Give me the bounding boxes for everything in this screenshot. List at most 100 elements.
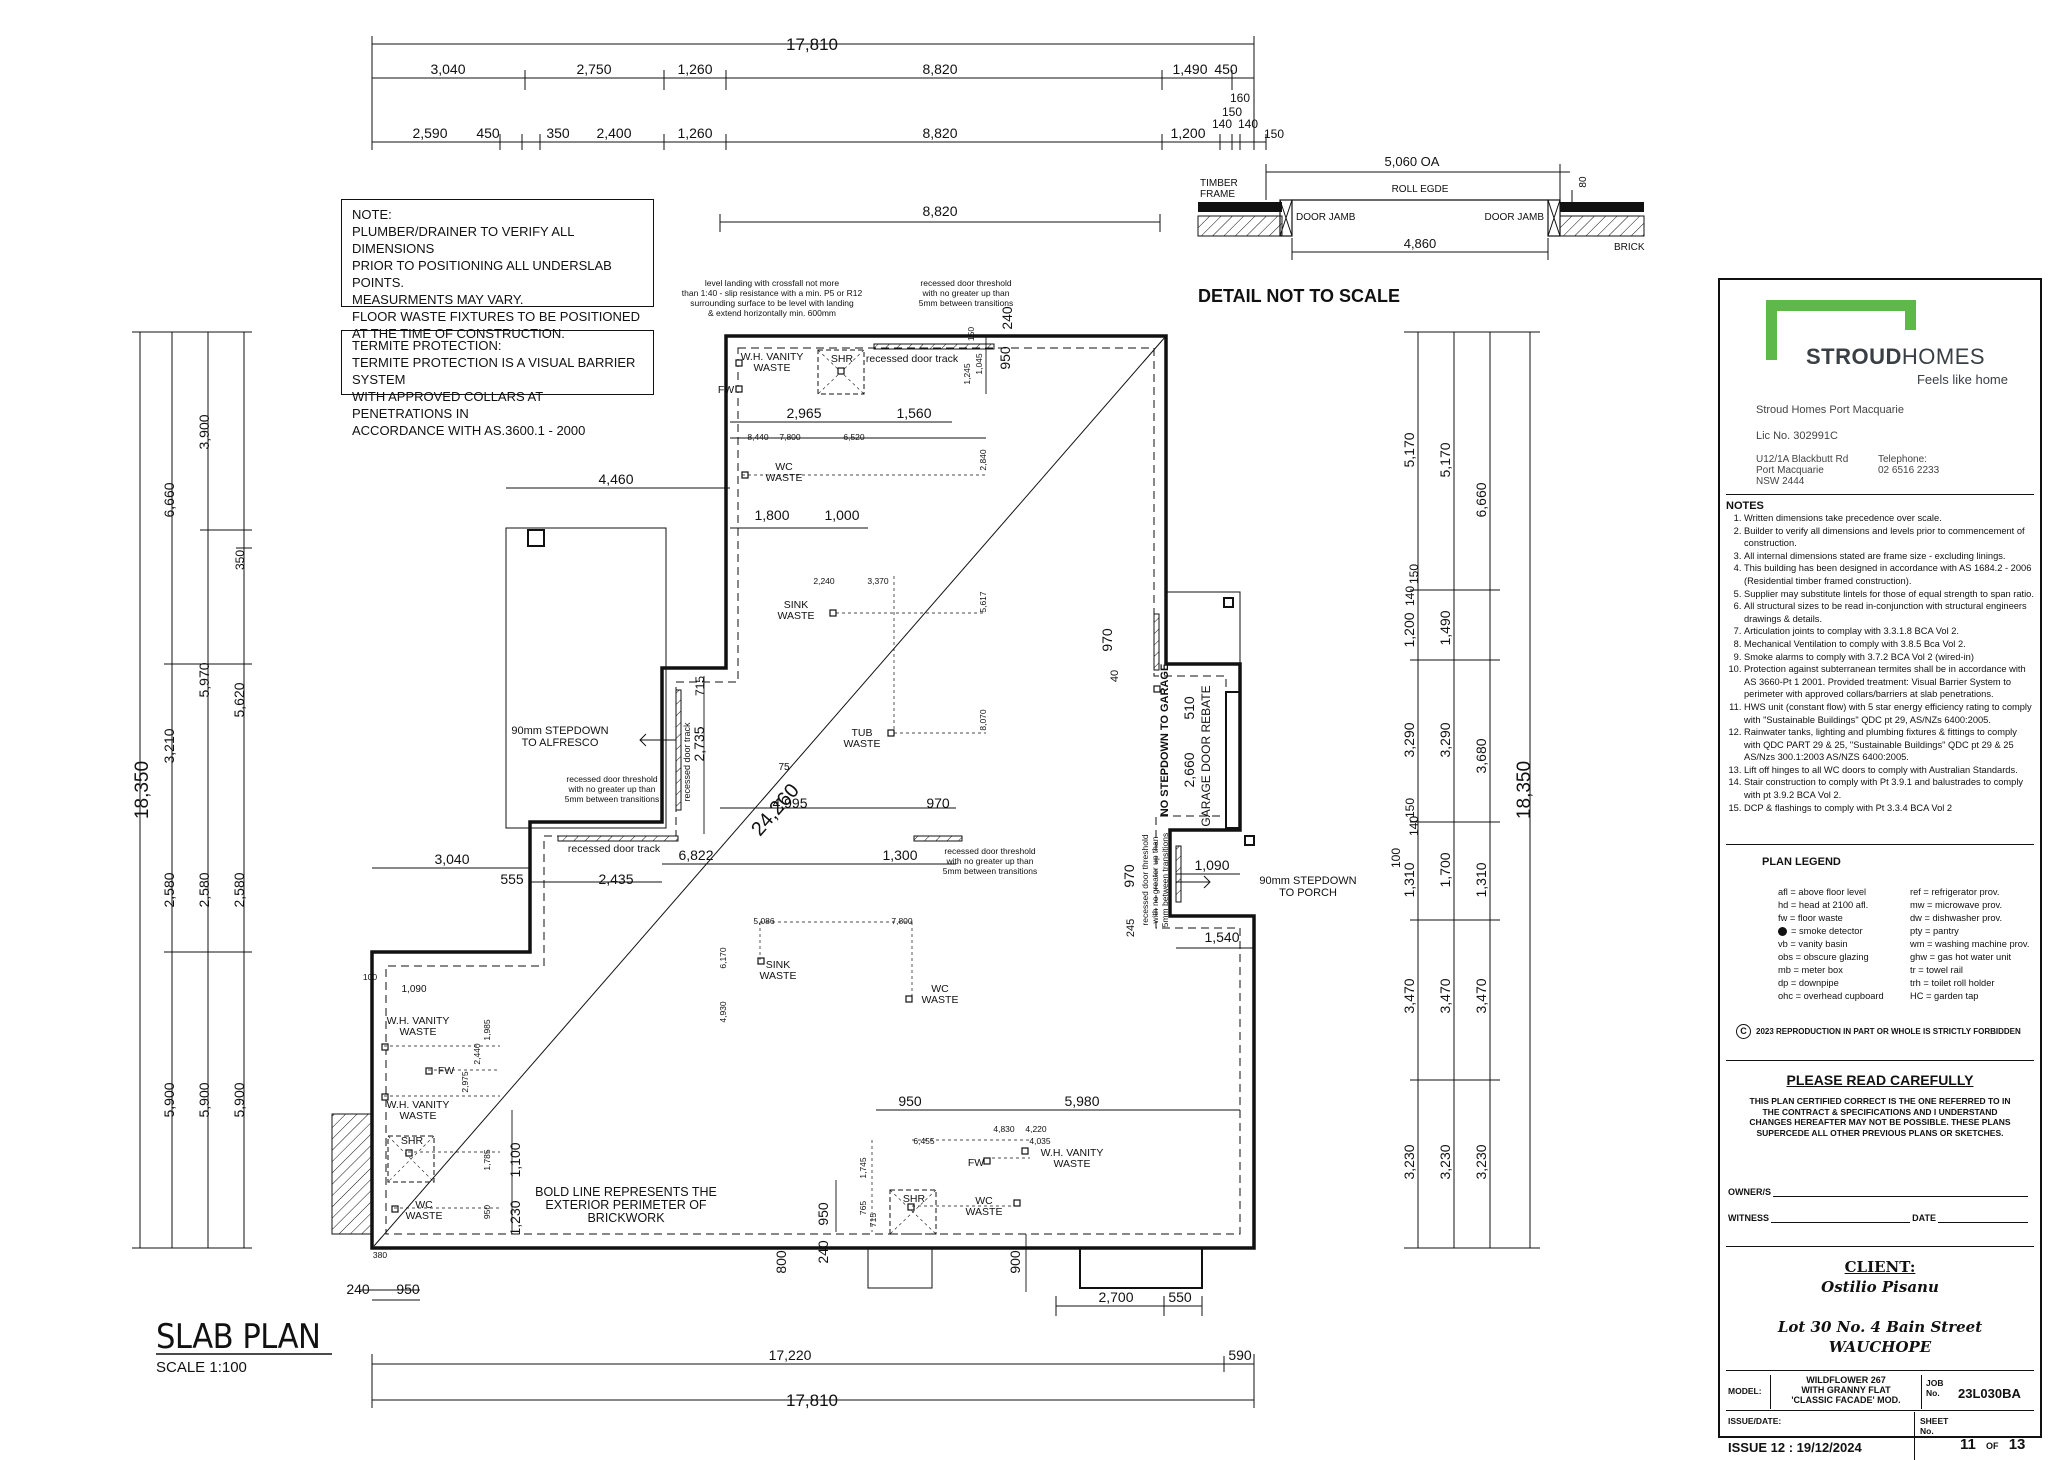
dim-tiny-5: 2,240 <box>813 576 835 586</box>
legend-text: pty = pantry <box>1910 926 1959 936</box>
site-line-1: Lot 30 No. 4 Bain Street <box>1777 1318 1983 1336</box>
slab-plan-scale: SCALE 1:100 <box>156 1359 247 1376</box>
plumber-note-line-1: PLUMBER/DRAINER TO VERIFY ALL DIMENSIONS <box>352 224 575 256</box>
dim-right-c2-6: 1,700 <box>1437 852 1453 887</box>
legend-section: PLAN LEGEND afl = above floor level hd =… <box>1726 848 2034 1061</box>
dim-right-c2-7: 3,470 <box>1437 978 1453 1013</box>
dim-tiny-20: 2,440 <box>472 1043 482 1065</box>
dim-tiny-10: 7,800 <box>891 916 913 926</box>
dim-left-c2-1: 3,210 <box>161 728 177 763</box>
dim-tiny-25: 1,245 <box>962 363 972 385</box>
note-item: This building has been designed in accor… <box>1744 562 2034 587</box>
top-dimension-labels: 17,810 3,040 2,750 1,260 8,820 1,490 450… <box>412 35 1284 219</box>
dim-tiny-18: 765 <box>858 1201 868 1215</box>
dim-tiny-24: 950 <box>482 1205 492 1219</box>
legend-item: mb = meter box <box>1778 964 1884 977</box>
dim-tiny-12: 4,930 <box>718 1001 728 1023</box>
legend-text: fw = floor waste <box>1778 913 1843 923</box>
label-shr-r: SHR <box>903 1193 926 1205</box>
dim-int-32: 245 <box>1125 919 1137 937</box>
label-fw-l: FW <box>438 1065 454 1077</box>
dim-tiny-3: 6,520 <box>843 432 865 442</box>
legend-item: ohc = overhead cupboard <box>1778 990 1884 1003</box>
smoke-detector-icon <box>1778 927 1787 936</box>
dim-right-c2-1: 5,170 <box>1437 442 1453 477</box>
dim-bottom-s3: 2,700 <box>1098 1289 1133 1305</box>
witness-blank[interactable] <box>1771 1212 1911 1223</box>
dim-top-x2: 150 <box>1222 105 1242 119</box>
dim-int-17: 2,660 <box>1181 752 1197 787</box>
dim-bottom-s6: 240 <box>815 1240 831 1264</box>
note-line: recessed door threshold <box>1140 834 1150 925</box>
note-line: surrounding surface to be level with lan… <box>690 298 854 308</box>
dim-right-c2-5: 140 <box>1407 816 1421 836</box>
waste-point <box>391 1205 399 1213</box>
stroud-logo <box>1766 300 1916 360</box>
dim-tiny-15: 4,035 <box>1029 1136 1051 1146</box>
dim-left-overall: 18,350 <box>132 761 153 819</box>
dim-top-x1: 160 <box>1230 91 1250 105</box>
interior-dimension-labels: 4,460 1,800 1,000 2,965 1,560 3,040 555 … <box>401 306 1239 1235</box>
dim-right-c3-2: 3,680 <box>1473 738 1489 773</box>
dim-tiny-22: 1,985 <box>482 1019 492 1041</box>
legend-item: ghw = gas hot water unit <box>1910 951 2029 964</box>
note-line: with no greater up than <box>946 856 1034 866</box>
alfresco-post <box>527 529 545 547</box>
legend-item: = smoke detector <box>1778 925 1884 938</box>
label-line: WC <box>415 1199 433 1211</box>
signature-blank[interactable] <box>1773 1186 2028 1197</box>
model-line: WITH GRANNY FLAT <box>1801 1385 1891 1395</box>
bottom-dimension-lines <box>360 1289 1255 1408</box>
garage-rebate <box>1225 691 1241 829</box>
label-shr-l: SHR <box>401 1135 424 1147</box>
dim-tiny-11: 6,170 <box>718 947 728 969</box>
dim-top-r2-7: 1,200 <box>1170 125 1205 141</box>
note-line: with no greater up than <box>922 288 1010 298</box>
dim-tiny-6: 3,370 <box>867 576 889 586</box>
dim-tiny-8: 8,070 <box>978 709 988 731</box>
dim-right-c3-5: 3,230 <box>1473 1144 1489 1179</box>
note-item: Rainwater tanks, lighting and plumbing f… <box>1744 726 2034 764</box>
brand-section: STROUDHOMES Feels like home Stroud Homes… <box>1726 286 2034 495</box>
note-item: All internal dimensions stated are frame… <box>1744 550 2034 563</box>
dim-tiny-16: 4,220 <box>1025 1124 1047 1134</box>
dim-top-r2-10: 150 <box>1264 127 1284 141</box>
dim-int-6: 3,040 <box>434 851 469 867</box>
dim-tiny-27: 150 <box>966 327 976 341</box>
date-blank[interactable] <box>1938 1212 2028 1223</box>
legend-item: hd = head at 2100 afl. <box>1778 899 1884 912</box>
legend-text: hd = head at 2100 afl. <box>1778 900 1869 910</box>
dim-tiny-29: 100 <box>363 972 377 982</box>
note-item: DCP & flashings to comply with Pt 3.3.4 … <box>1744 802 2034 815</box>
brand-top: STROUD <box>1806 344 1902 369</box>
dim-int-4: 2,965 <box>786 405 821 421</box>
model-label: MODEL: <box>1728 1386 1762 1396</box>
note-item: Supplier may substitute lintels for thos… <box>1744 588 2034 601</box>
detail-door-jamb-l: DOOR JAMB <box>1296 212 1356 223</box>
note-item: Protection against subterranean termites… <box>1744 663 2034 701</box>
waste-point <box>735 359 743 367</box>
legend-text: ref = refrigerator prov. <box>1910 887 2000 897</box>
legend-text: ghw = gas hot water unit <box>1910 952 2012 962</box>
termite-note-heading: TERMITE PROTECTION: <box>352 338 502 353</box>
dim-bottom-s5: 800 <box>773 1250 789 1274</box>
dim-int-31: 40 <box>1109 670 1121 682</box>
job-label-line: JOB <box>1926 1378 1944 1388</box>
plumber-note-line-2: PRIOR TO POSITIONING ALL UNDERSLAB POINT… <box>352 258 612 290</box>
notes-heading: NOTES <box>1726 500 1764 512</box>
label-recessed-track-mid: recessed door track <box>568 843 661 855</box>
dim-right-c2-8: 3,230 <box>1437 1144 1453 1179</box>
label-fw-top: FW <box>718 384 734 396</box>
detail-dim-oa: 5,060 OA <box>1385 154 1440 169</box>
plumber-note-heading: NOTE: <box>352 207 392 222</box>
dim-right-c1-8: 3,470 <box>1401 978 1417 1013</box>
address-line: NSW 2444 <box>1756 476 1805 487</box>
dim-right-c3-4: 3,470 <box>1473 978 1489 1013</box>
dim-int-18: 510 <box>1181 696 1197 720</box>
waste-point <box>1153 685 1161 693</box>
